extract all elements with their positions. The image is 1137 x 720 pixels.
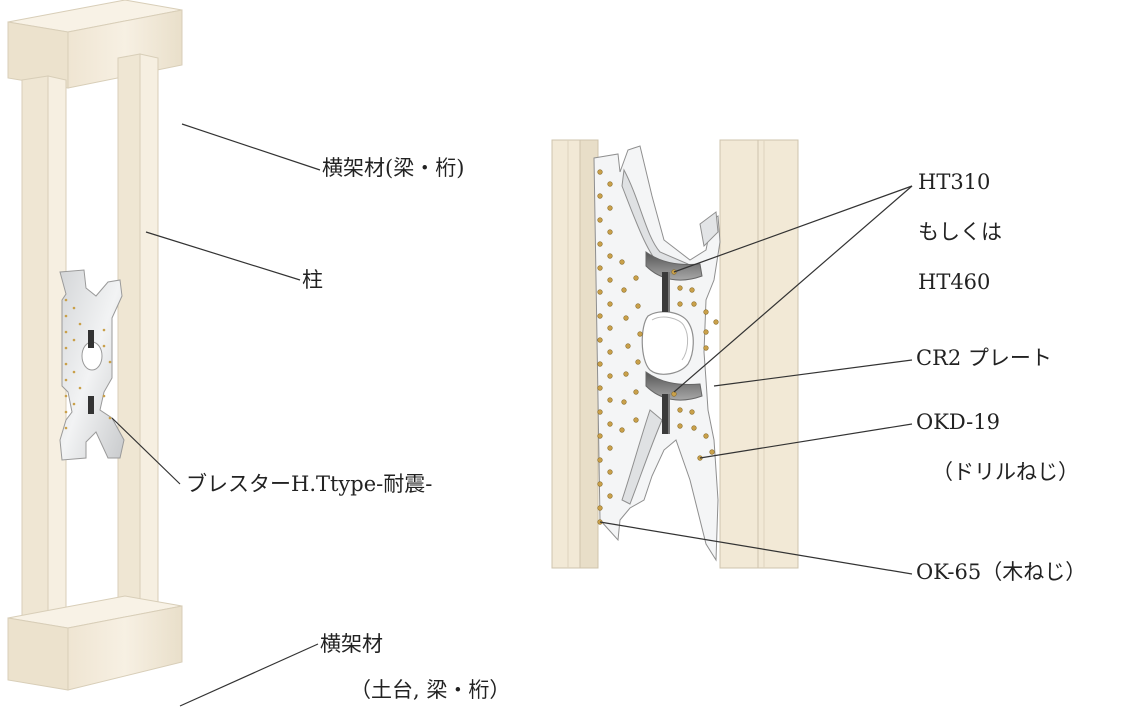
leader-beam-top	[181, 123, 321, 171]
cr2-plate	[593, 145, 721, 562]
leader-lines	[111, 123, 913, 707]
leader-column	[145, 231, 301, 281]
label-cr2-plate: CR2 プレート	[916, 346, 1052, 370]
leader-ht460	[673, 185, 913, 393]
leader-ht310	[673, 185, 913, 273]
detail-view	[551, 139, 799, 569]
label-beam-top: 横架材(梁・桁)	[322, 156, 465, 180]
leader-ok65	[599, 521, 913, 575]
leader-beam-bottom	[179, 643, 319, 707]
screw-pattern	[597, 169, 719, 525]
leader-cr2	[713, 359, 913, 387]
label-okd19-note: （ドリルねじ）	[932, 460, 1079, 484]
leader-okd19	[699, 423, 913, 459]
label-okd19: OKD-19	[916, 410, 1000, 434]
label-ht-or: もしくは	[918, 220, 1002, 244]
label-ok65: OK-65（木ねじ）	[916, 560, 1087, 584]
label-column: 柱	[302, 268, 323, 292]
frame-assembly	[7, 0, 183, 691]
label-beam-bottom-1: 横架材	[320, 632, 383, 656]
brace-plate-small	[59, 269, 125, 461]
leader-brace	[111, 417, 181, 485]
label-ht310: HT310	[918, 170, 991, 194]
bottom-beam	[7, 595, 183, 691]
left-column	[21, 75, 67, 647]
right-column	[117, 53, 159, 617]
label-beam-bottom-2: （土台, 梁・桁）	[350, 678, 511, 702]
label-ht460: HT460	[918, 270, 991, 294]
label-brace: ブレスターH.Ttype-耐震-	[186, 472, 433, 496]
